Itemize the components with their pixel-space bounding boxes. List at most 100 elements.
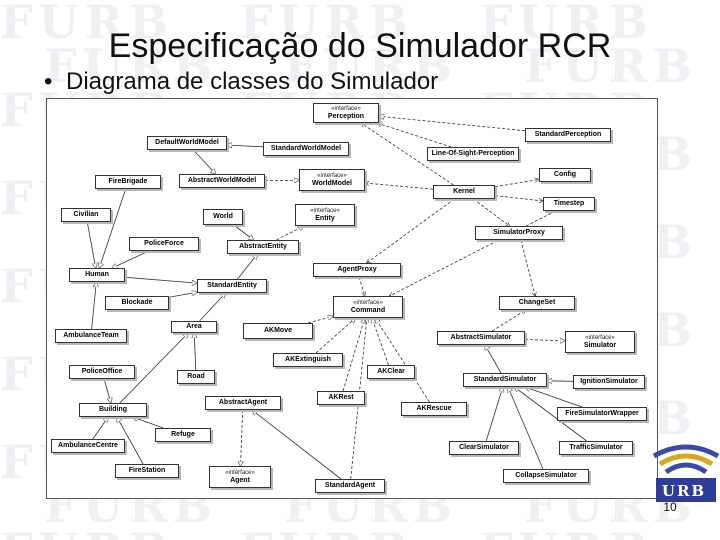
relation-kernel-to-config xyxy=(494,179,539,188)
class-name: CollapseSimulator xyxy=(515,472,577,479)
class-road: Road xyxy=(177,370,215,384)
class-default-world-model: DefaultWorldModel xyxy=(147,136,227,150)
relation-kernel-to-world-model xyxy=(365,183,434,190)
page-number: 10 xyxy=(663,500,677,514)
class-abstract-agent: AbstractAgent xyxy=(205,396,281,410)
relation-blockade-to-standard-entity xyxy=(168,292,197,298)
relation-standard-perception-to-perception xyxy=(379,116,526,132)
relation-collapse-simulator-to-standard-simulator xyxy=(508,387,544,470)
class-name: Civilian xyxy=(73,211,99,218)
class-akextinguish: AKExtinguish xyxy=(273,353,343,367)
class-standard-simulator: StandardSimulator xyxy=(463,373,547,387)
class-name: StandardAgent xyxy=(324,482,376,489)
class-name: AKClear xyxy=(377,368,405,375)
class-standard-entity: StandardEntity xyxy=(197,279,267,293)
relation-fire-station-to-building xyxy=(117,417,144,465)
class-name: StandardWorldModel xyxy=(270,145,342,152)
class-config: Config xyxy=(539,168,591,182)
class-police-force: PoliceForce xyxy=(129,237,199,251)
class-name: Perception xyxy=(327,112,365,120)
class-stereotype: «interface» xyxy=(317,172,347,179)
relation-kernel-to-agent-proxy xyxy=(367,198,455,263)
class-name: Refuge xyxy=(171,431,195,438)
class-akrest: AKRest xyxy=(317,391,365,405)
class-name: Building xyxy=(99,406,127,413)
class-simulator-proxy: SimulatorProxy xyxy=(475,226,563,240)
class-simulator: «interface»Simulator xyxy=(565,331,635,353)
class-name: Entity xyxy=(315,214,335,222)
class-agent: «interface»Agent xyxy=(209,466,271,488)
class-name: Agent xyxy=(230,476,250,484)
class-name: World xyxy=(213,213,233,220)
class-timestep: Timestep xyxy=(543,197,595,211)
class-name: AmbulanceTeam xyxy=(63,332,119,339)
class-ambulance-centre: AmbulanceCentre xyxy=(51,439,125,453)
relation-timestep-to-command xyxy=(389,210,556,296)
relation-police-office-to-building xyxy=(103,378,111,403)
class-fire-simulator-wrapper: FireSimulatorWrapper xyxy=(557,407,647,421)
class-world: World xyxy=(203,209,243,225)
class-perception: «interface»Perception xyxy=(313,103,379,123)
relation-akrescue-to-command xyxy=(375,318,430,403)
class-stereotype: «interface» xyxy=(585,334,615,341)
class-name: Kernel xyxy=(453,188,475,195)
class-name: Simulator xyxy=(583,341,617,349)
class-name: FireStation xyxy=(128,467,166,474)
class-akclear: AKClear xyxy=(367,365,415,379)
class-ambulance-team: AmbulanceTeam xyxy=(55,329,127,343)
class-name: Timestep xyxy=(553,200,585,207)
relation-kernel-to-perception xyxy=(361,123,454,186)
class-abstract-world-model: AbstractWorldModel xyxy=(179,174,265,188)
class-stereotype: «interface» xyxy=(225,469,255,476)
class-human: Human xyxy=(69,268,125,282)
relation-refuge-to-building xyxy=(133,417,164,429)
class-standard-agent: StandardAgent xyxy=(315,479,385,493)
class-command: «interface»Command xyxy=(333,296,403,318)
relation-road-to-area xyxy=(194,333,195,371)
relation-ignition-simulator-to-standard-simulator xyxy=(547,381,574,382)
class-name: AbstractWorldModel xyxy=(187,177,257,184)
class-standard-world-model: StandardWorldModel xyxy=(263,142,349,156)
class-fire-station: FireStation xyxy=(115,464,179,478)
class-fire-brigade: FireBrigade xyxy=(95,175,161,189)
relation-line-of-sight-perception-to-perception xyxy=(377,123,452,148)
class-name: AbstractSimulator xyxy=(450,334,512,341)
class-name: StandardPerception xyxy=(534,131,602,138)
bullet-item: • Diagrama de classes do Simulador xyxy=(44,66,438,98)
class-name: AKExtinguish xyxy=(285,356,331,363)
relation-human-to-standard-entity xyxy=(124,276,197,283)
relation-standard-entity-to-abstract-entity xyxy=(237,254,258,280)
class-name: FireBrigade xyxy=(108,178,148,185)
relation-akmove-to-command xyxy=(307,316,333,324)
relation-traffic-simulator-to-standard-simulator xyxy=(514,387,587,442)
relation-simulator-proxy-to-change-set xyxy=(520,239,535,296)
slide-title: Especificação do Simulador RCR xyxy=(108,27,612,65)
relation-civilian-to-human xyxy=(86,221,95,268)
urb-logo-text: URB xyxy=(661,482,707,500)
relation-abstract-entity-to-entity xyxy=(276,226,304,241)
class-stereotype: «interface» xyxy=(331,105,361,112)
class-name: TrafficSimulator xyxy=(569,444,623,451)
class-entity: «interface»Entity xyxy=(295,204,355,226)
relation-lines xyxy=(86,99,587,480)
relation-abstract-simulator-to-change-set xyxy=(491,310,526,332)
class-stereotype: «interface» xyxy=(310,207,340,214)
class-name: AKRescue xyxy=(416,405,452,412)
class-name: AKRest xyxy=(328,394,354,401)
class-building: Building xyxy=(79,403,147,417)
bullet-dot-icon: • xyxy=(44,68,53,95)
relation-akrest-to-command xyxy=(342,318,365,392)
relation-standard-agent-to-abstract-agent xyxy=(252,410,342,480)
class-name: StandardEntity xyxy=(207,282,257,289)
class-akmove: AKMove xyxy=(243,323,313,339)
class-civilian: Civilian xyxy=(61,208,111,222)
class-name: AgentProxy xyxy=(337,266,377,273)
class-name: FireSimulatorWrapper xyxy=(565,410,639,417)
class-name: DefaultWorldModel xyxy=(155,139,219,146)
class-abstract-simulator: AbstractSimulator xyxy=(437,331,525,345)
bullet-text: Diagrama de classes do Simulador xyxy=(66,68,439,95)
class-change-set: ChangeSet xyxy=(499,296,575,310)
class-refuge: Refuge xyxy=(155,428,211,442)
relation-default-world-model-to-abstract-world-model xyxy=(193,149,215,174)
